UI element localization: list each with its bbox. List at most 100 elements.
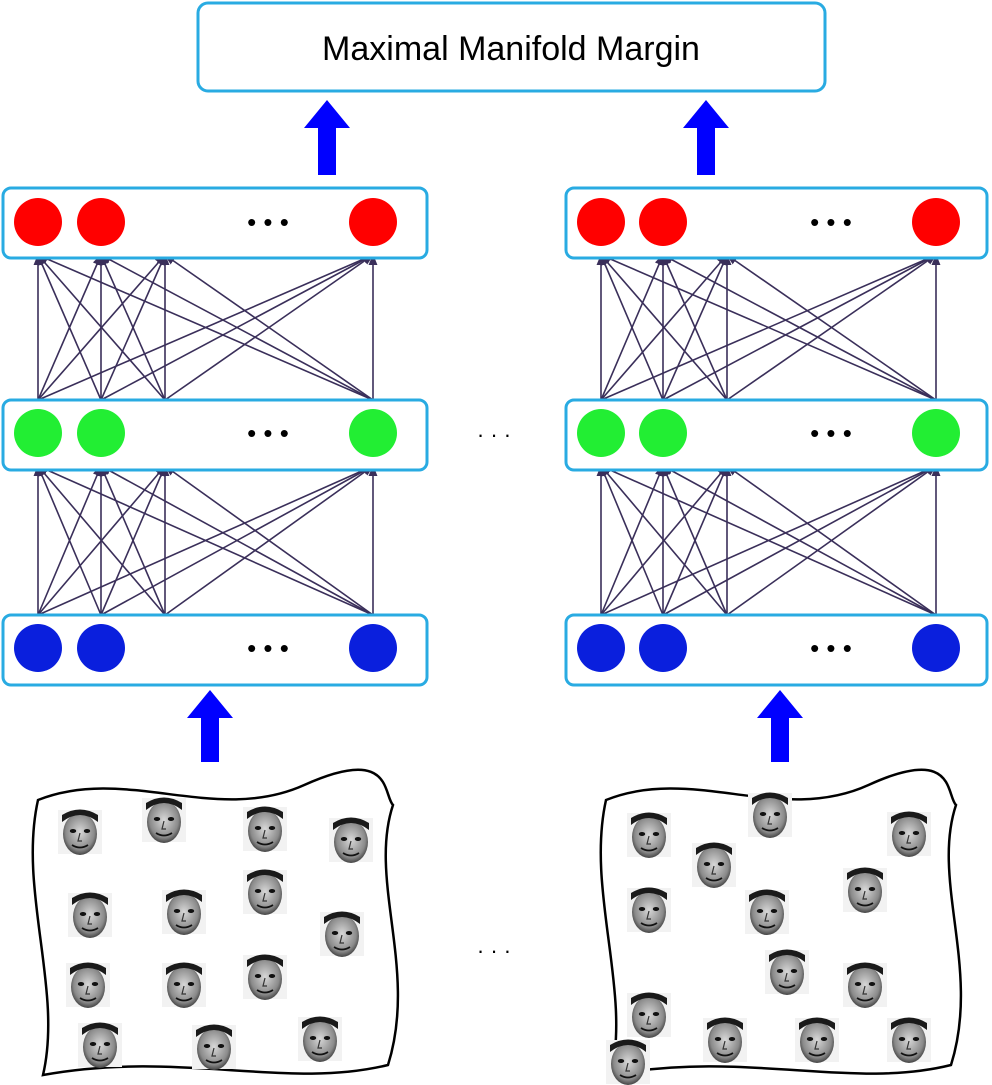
connection-edge — [36, 465, 374, 616]
face-eye — [638, 832, 646, 836]
connections-hidden-to-output — [33, 253, 378, 401]
face-mouth — [640, 847, 658, 852]
connection-edge — [37, 464, 102, 616]
connection-edge — [726, 465, 937, 616]
face-eye — [309, 1036, 317, 1040]
connection-edge — [662, 464, 728, 616]
face-eye — [217, 1044, 225, 1048]
face-mouth — [333, 946, 351, 951]
face-eye — [173, 909, 181, 913]
hidden-node — [577, 409, 625, 457]
input-node — [912, 624, 960, 672]
face-hair — [146, 797, 182, 810]
face-mouth — [91, 1057, 109, 1062]
face-photo-icon — [703, 1017, 747, 1063]
face-eye — [898, 831, 906, 835]
objective-border — [196, 1, 827, 93]
face-eye — [187, 909, 195, 913]
face-mouth — [619, 1074, 637, 1079]
face-eye — [912, 831, 920, 835]
face-eye — [631, 1059, 639, 1063]
face-photo-icon — [66, 962, 110, 1008]
between-manifolds-ellipsis: · · · — [477, 938, 511, 963]
input-node — [77, 624, 125, 672]
face-eye — [345, 931, 353, 935]
face-mouth — [256, 841, 274, 846]
hidden-node — [912, 409, 960, 457]
face-mouth — [758, 924, 776, 929]
network-left: • • •• • •• • • — [1, 100, 429, 1077]
face-nose — [317, 1039, 322, 1049]
face-eye — [254, 974, 262, 978]
output-node — [349, 198, 397, 246]
face-photo-icon — [68, 892, 112, 938]
connection-edge — [600, 465, 728, 616]
connection-edge — [600, 253, 664, 401]
face-mouth — [778, 984, 796, 989]
face-eye — [79, 912, 87, 916]
connection-edge — [662, 253, 728, 401]
face-eye — [770, 909, 778, 913]
face-hair — [333, 817, 369, 830]
connection-edge — [600, 464, 664, 616]
hidden-node — [639, 409, 687, 457]
face-photo-icon — [795, 1017, 839, 1063]
face-eye — [638, 907, 646, 911]
face-eye — [268, 974, 276, 978]
face-eye — [854, 887, 862, 891]
connection-edge — [36, 254, 374, 401]
face-hair — [302, 1016, 338, 1029]
face-eye — [254, 826, 262, 830]
face-nose — [906, 1040, 911, 1050]
face-nose — [711, 865, 716, 875]
connection-edge — [662, 254, 937, 401]
output-node — [912, 198, 960, 246]
face-nose — [97, 1045, 102, 1055]
connection-edge — [37, 253, 102, 401]
face-mouth — [155, 832, 173, 837]
connection-edge — [164, 254, 374, 401]
face-nose — [262, 977, 267, 987]
face-eye — [254, 889, 262, 893]
face-eye — [167, 817, 175, 821]
input-node — [349, 624, 397, 672]
network-right: • • •• • •• • • — [564, 100, 989, 1085]
face-photo-icon — [748, 792, 792, 838]
face-eye — [638, 1012, 646, 1016]
face-eye — [91, 982, 99, 986]
face-hair — [610, 1039, 646, 1052]
face-eye — [77, 982, 85, 986]
layer-ellipsis: • • • — [247, 207, 289, 237]
face-eye — [714, 1037, 722, 1041]
connection-edge — [100, 254, 374, 401]
connection-edge — [599, 254, 937, 401]
face-photo-icon — [243, 954, 287, 1000]
input-node — [639, 624, 687, 672]
face-hair — [696, 842, 732, 855]
face-eye — [203, 1044, 211, 1048]
face-nose — [262, 892, 267, 902]
face-eye — [69, 829, 77, 833]
face-photo-icon — [78, 1022, 122, 1068]
input-node — [577, 624, 625, 672]
output-node — [14, 198, 62, 246]
face-eye — [83, 829, 91, 833]
face-nose — [348, 840, 353, 850]
face-nose — [767, 815, 772, 825]
face-mouth — [256, 989, 274, 994]
face-photo-icon — [162, 889, 206, 935]
face-eye — [820, 1037, 828, 1041]
face-photo-icon — [843, 867, 887, 913]
face-hair — [324, 911, 360, 924]
face-eye — [103, 1042, 111, 1046]
face-eye — [617, 1059, 625, 1063]
face-eye — [868, 982, 876, 986]
face-eye — [728, 1037, 736, 1041]
face-photo-icon — [606, 1039, 650, 1085]
face-eye — [323, 1036, 331, 1040]
face-nose — [862, 985, 867, 995]
face-nose — [181, 912, 186, 922]
input-node — [14, 624, 62, 672]
face-eye — [790, 969, 798, 973]
